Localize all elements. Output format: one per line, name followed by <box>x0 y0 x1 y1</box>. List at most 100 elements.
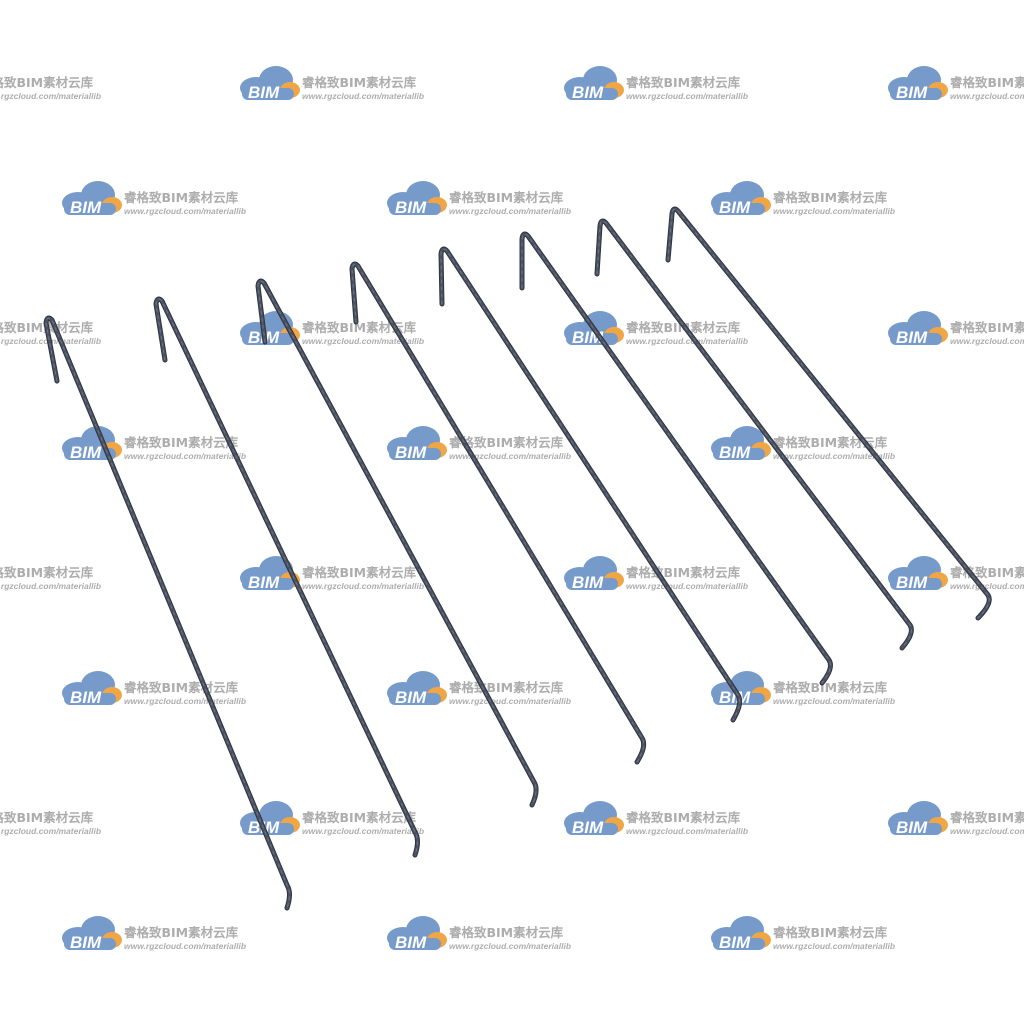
watermark-name: 睿格致BIM素材云库 <box>302 320 417 335</box>
watermark-layer: BIM睿格致BIM素材云库www.rgzcloud.com/materialli… <box>0 66 1024 952</box>
watermark-name: 睿格致BIM素材云库 <box>302 810 417 825</box>
watermark-url: www.rgzcloud.com/materiallib <box>950 581 1024 591</box>
watermark-logo-text: BIM <box>572 818 604 837</box>
watermark: BIM睿格致BIM素材云库www.rgzcloud.com/materialli… <box>0 75 101 101</box>
rod-rib-highlight <box>596 220 912 649</box>
watermark-name: 睿格致BIM素材云库 <box>449 680 564 695</box>
watermark-url: www.rgzcloud.com/materiallib <box>773 206 895 216</box>
watermark: BIM睿格致BIM素材云库www.rgzcloud.com/materialli… <box>62 426 246 462</box>
watermark-logo-text: BIM <box>395 443 427 462</box>
watermark-name: 睿格致BIM素材云库 <box>0 565 94 580</box>
watermark: BIM睿格致BIM素材云库www.rgzcloud.com/materialli… <box>564 66 748 102</box>
rebar-rod-5 <box>438 246 743 723</box>
watermark: BIM睿格致BIM素材云库www.rgzcloud.com/materialli… <box>711 671 895 707</box>
watermark-logo-text: BIM <box>719 443 751 462</box>
rod-rib-highlight <box>521 233 831 684</box>
watermark-url: www.rgzcloud.com/materiallib <box>773 941 895 951</box>
watermark-url: www.rgzcloud.com/materiallib <box>124 206 246 216</box>
watermark-url: www.rgzcloud.com/materiallib <box>449 696 571 706</box>
rod-body <box>256 279 538 807</box>
watermark: BIM 睿格致BIM素材云库www.rgzcloud.com/materialli… <box>387 426 571 462</box>
watermark-logo-text: BIM <box>572 573 604 592</box>
watermark-logo-text: BIM <box>896 328 928 347</box>
watermark-name: 睿格致BIM素材云库 <box>950 75 1024 90</box>
watermark-url: www.rgzcloud.com/materiallib <box>124 696 246 706</box>
watermark: BIM 睿格致BIM素材云库www.rgzcloud.com/materialli… <box>387 671 571 707</box>
watermark-name: 睿格致BIM素材云库 <box>124 435 239 450</box>
watermark-name: 睿格致BIM素材云库 <box>302 75 417 90</box>
watermark-logo-text: BIM <box>248 573 280 592</box>
watermark: BIM睿格致BIM素材云库www.rgzcloud.com/materialli… <box>888 556 1024 592</box>
watermark: BIM睿格致BIM素材云库www.rgzcloud.com/materialli… <box>0 810 101 836</box>
watermark-logo-text: BIM <box>896 818 928 837</box>
watermark: BIM 睿格致BIM素材云库www.rgzcloud.com/materialli… <box>62 671 246 707</box>
watermark-url: www.rgzcloud.com/materiallib <box>773 451 895 461</box>
watermark-logo-text: BIM <box>719 933 751 952</box>
watermark: BIM睿格致BIM素材云库www.rgzcloud.com/materialli… <box>62 916 246 952</box>
watermark-logo-text: BIM <box>70 443 102 462</box>
watermark: BIM睿格致BIM素材云库www.rgzcloud.com/materialli… <box>888 801 1024 837</box>
watermark-url: www.rgzcloud.com/materiallib <box>626 581 748 591</box>
rebar-rod-6 <box>519 231 833 686</box>
watermark-name: 睿格致BIM素材云库 <box>626 75 741 90</box>
watermark-url: www.rgzcloud.com/materiallib <box>950 336 1024 346</box>
watermark: BIM睿格致BIM素材云库www.rgzcloud.com/materialli… <box>711 181 895 217</box>
watermark-name: 睿格致BIM素材云库 <box>773 190 888 205</box>
watermark: BIM 睿格致BIM素材云库www.rgzcloud.com/materialli… <box>711 916 895 952</box>
watermark-url: www.rgzcloud.com/materiallib <box>0 581 101 591</box>
watermark-name: 睿格致BIM素材云库 <box>0 75 94 90</box>
watermark-logo-text: BIM <box>70 198 102 217</box>
watermark-logo-text: BIM <box>395 688 427 707</box>
rod-rib-highlight <box>351 263 645 763</box>
rod-shadow <box>665 206 992 621</box>
watermark-url: www.rgzcloud.com/materiallib <box>0 826 101 836</box>
watermark: BIM 睿格致BIM素材云库www.rgzcloud.com/materialli… <box>564 801 748 837</box>
watermark-url: www.rgzcloud.com/materiallib <box>626 826 748 836</box>
watermark-logo-text: BIM <box>70 688 102 707</box>
watermark-name: 睿格致BIM素材云库 <box>124 680 239 695</box>
watermark-logo-text: BIM <box>248 83 280 102</box>
rod-shadow <box>255 278 539 808</box>
watermark-url: www.rgzcloud.com/materiallib <box>449 206 571 216</box>
watermark-logo-text: BIM <box>572 83 604 102</box>
watermark-name: 睿格致BIM素材云库 <box>449 435 564 450</box>
watermark-url: www.rgzcloud.com/materiallib <box>302 91 424 101</box>
watermark-name: 睿格致BIM素材云库 <box>773 925 888 940</box>
rebar-rods <box>43 206 992 911</box>
rod-rib-highlight <box>45 317 290 909</box>
rebar-rod-7 <box>594 218 914 651</box>
watermark-name: 睿格致BIM素材云库 <box>950 320 1024 335</box>
watermark: BIM睿格致BIM素材云库www.rgzcloud.com/materialli… <box>0 565 101 591</box>
watermark-url: www.rgzcloud.com/materiallib <box>302 336 424 346</box>
watermark-name: 睿格致BIM素材云库 <box>302 565 417 580</box>
watermark-name: 睿格致BIM素材云库 <box>950 810 1024 825</box>
rebar-rod-1 <box>43 315 292 911</box>
rebar-rod-8 <box>665 206 992 621</box>
rod-rib-highlight <box>257 280 537 806</box>
watermark: BIM 睿格致BIM素材云库www.rgzcloud.com/materialli… <box>240 66 424 102</box>
rebar-rod-3 <box>255 278 539 808</box>
watermark: BIM睿格致BIM素材云库www.rgzcloud.com/materialli… <box>240 801 424 837</box>
rod-rib-highlight <box>155 298 418 856</box>
rod-body <box>439 247 742 722</box>
watermark-logo-text: BIM <box>395 198 427 217</box>
watermark-logo-text: BIM <box>719 688 751 707</box>
watermark: BIM睿格致BIM素材云库www.rgzcloud.com/materialli… <box>387 181 571 217</box>
rod-rib-highlight <box>667 208 990 619</box>
watermark-url: www.rgzcloud.com/materiallib <box>302 826 424 836</box>
watermark-name: 睿格致BIM素材云库 <box>626 810 741 825</box>
watermark: BIM 睿格致BIM素材云库www.rgzcloud.com/materialli… <box>888 311 1024 347</box>
watermark-url: www.rgzcloud.com/materiallib <box>950 91 1024 101</box>
watermark: BIM 睿格致BIM素材云库www.rgzcloud.com/materialli… <box>62 181 246 217</box>
watermark-logo-text: BIM <box>70 933 102 952</box>
watermark-name: 睿格致BIM素材云库 <box>124 190 239 205</box>
watermark: BIM睿格致BIM素材云库www.rgzcloud.com/materialli… <box>387 916 571 952</box>
watermark-name: 睿格致BIM素材云库 <box>626 565 741 580</box>
watermark-name: 睿格致BIM素材云库 <box>773 680 888 695</box>
watermark-name: 睿格致BIM素材云库 <box>0 810 94 825</box>
watermark-logo-text: BIM <box>896 573 928 592</box>
watermark-logo-text: BIM <box>395 933 427 952</box>
watermark-url: www.rgzcloud.com/materiallib <box>449 451 571 461</box>
watermark: BIM睿格致BIM素材云库www.rgzcloud.com/materialli… <box>240 556 424 592</box>
